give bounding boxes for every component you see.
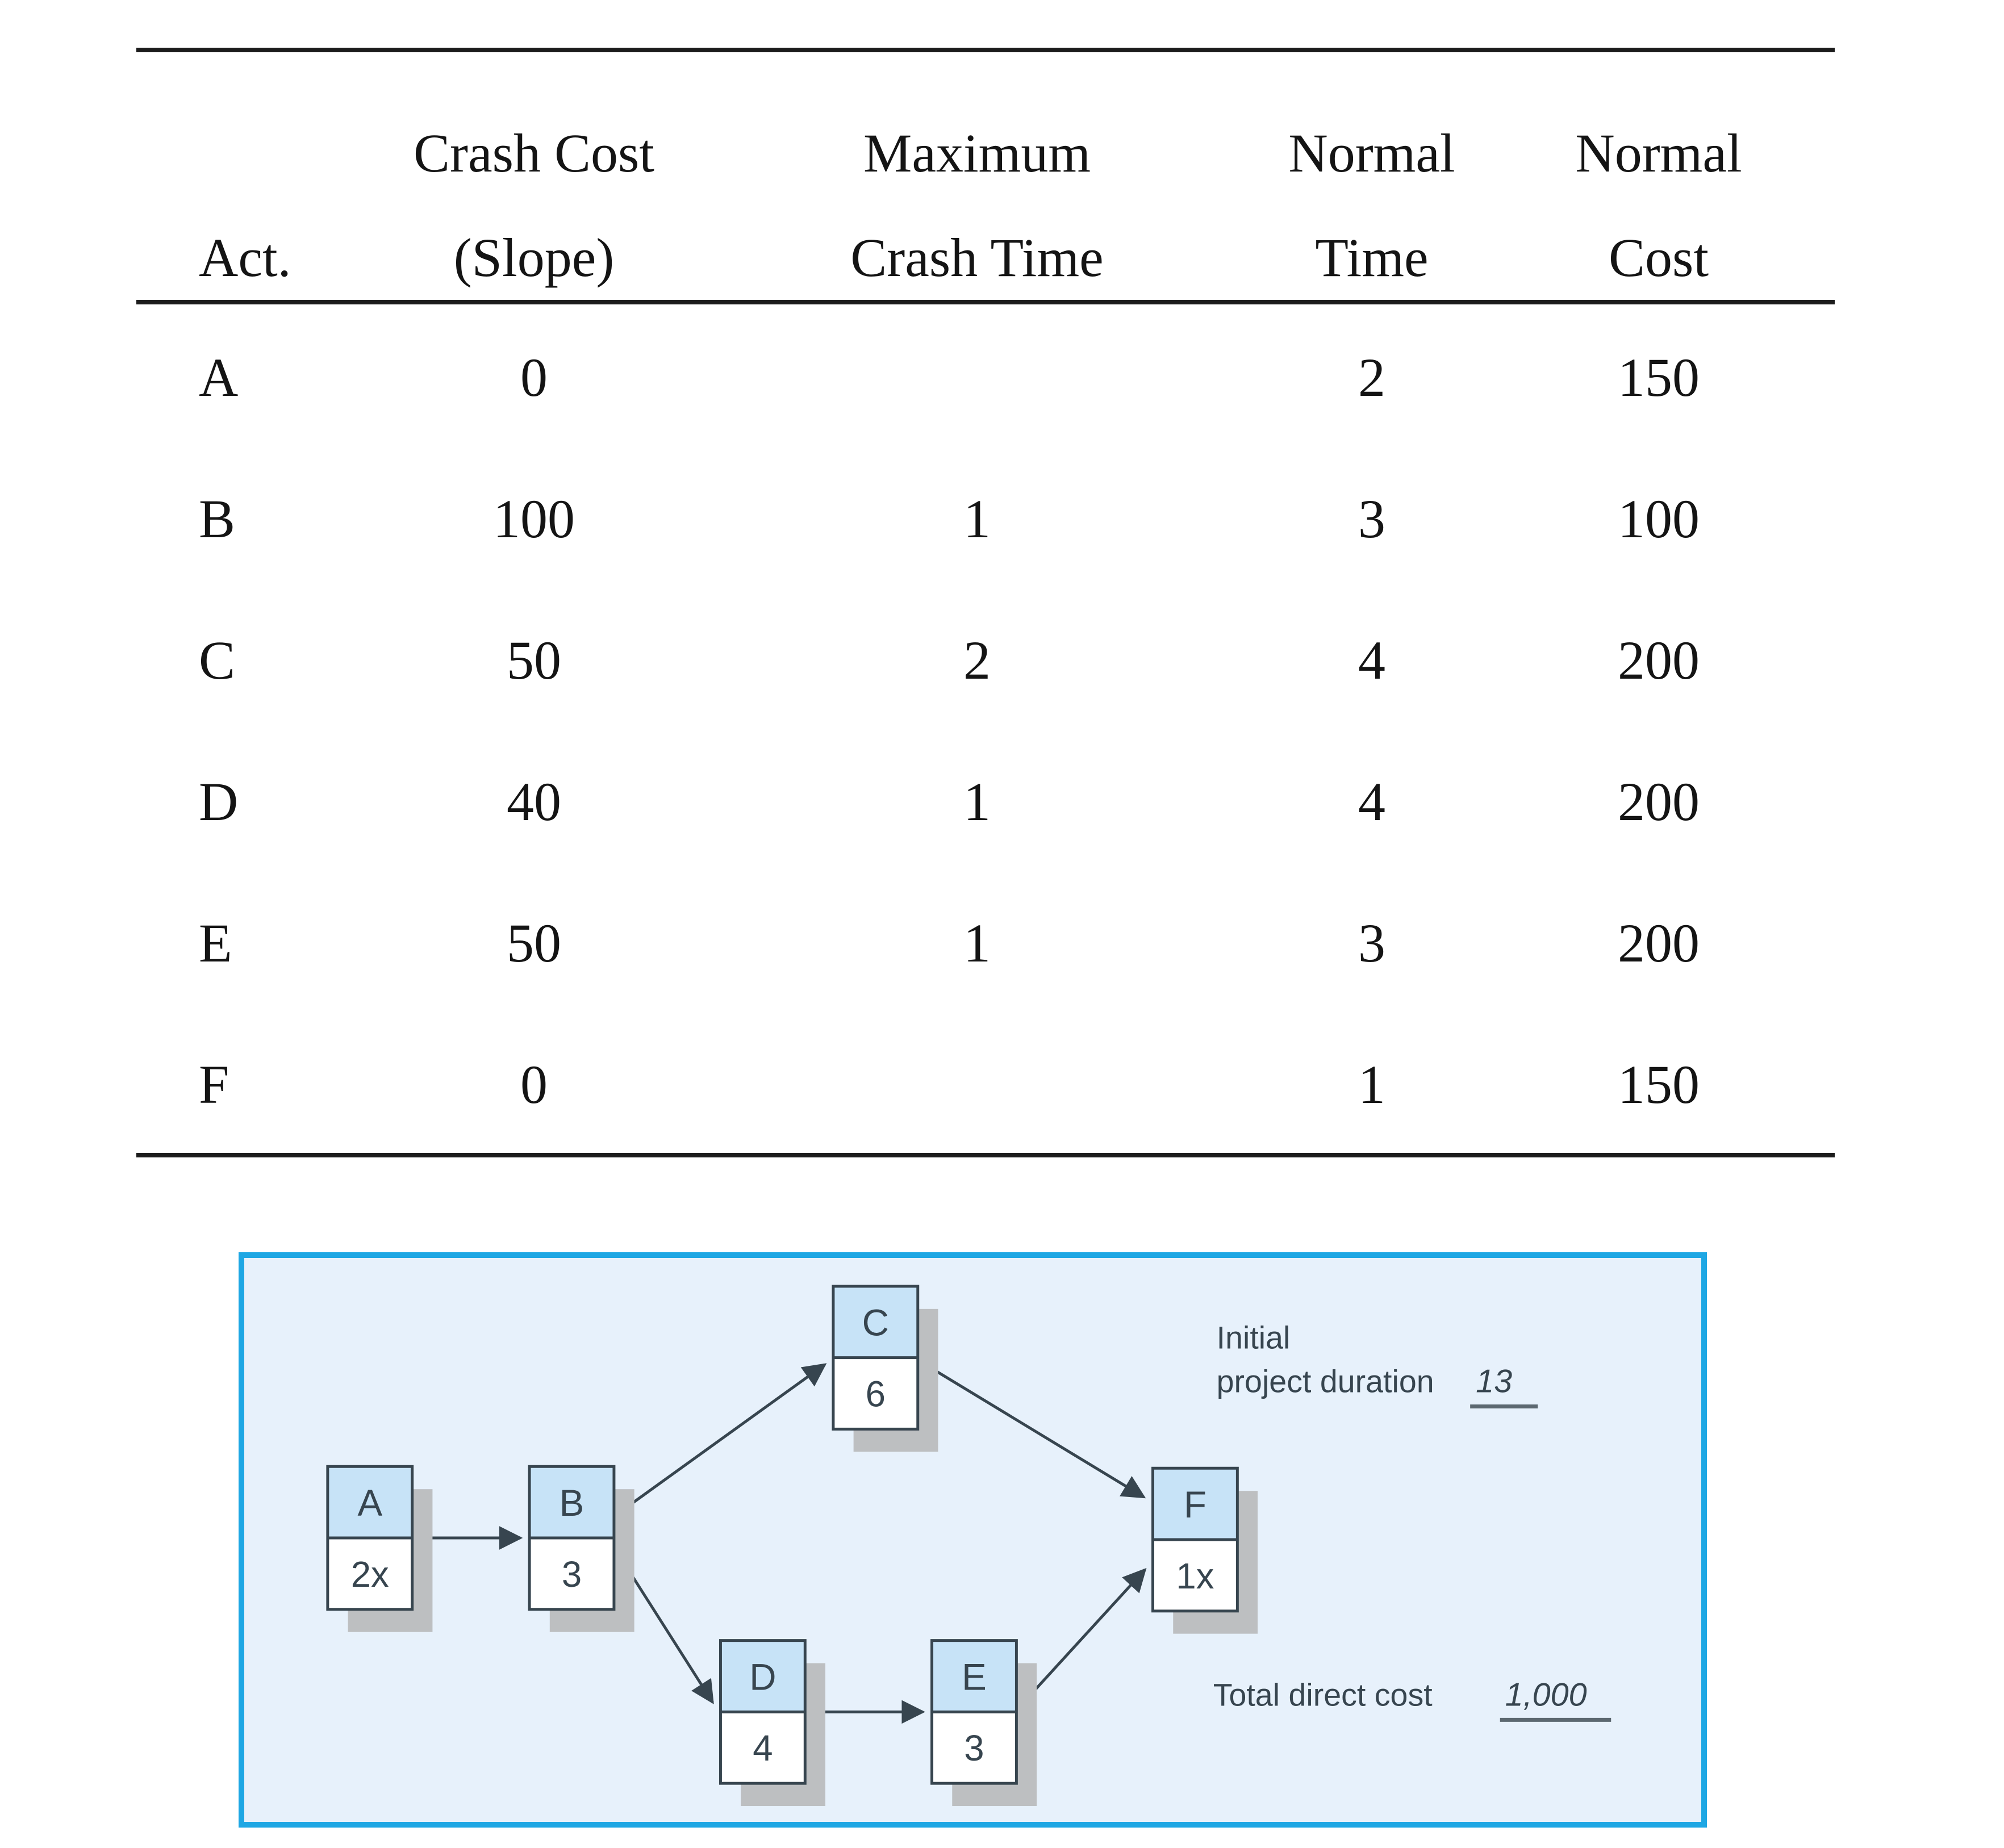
column-header-line2: Time xyxy=(1315,227,1429,288)
column-header-line2: Crash Time xyxy=(850,227,1104,288)
annotation-initial-duration: Initial project duration 13 xyxy=(1217,1320,1538,1408)
node-duration: 3 xyxy=(964,1728,984,1768)
node-duration-box xyxy=(327,1538,412,1609)
table-row: B 100 1 3 100 xyxy=(136,448,1835,589)
table-rule-bottom xyxy=(136,1153,1835,1157)
table-cell-max-crash-time: 1 xyxy=(963,488,991,549)
node-duration-box xyxy=(720,1712,805,1784)
column-header-line1: Maximum xyxy=(863,123,1091,183)
column-header-normal-time: Normal Time xyxy=(1261,67,1483,300)
node-F: F 1x xyxy=(1151,1466,1258,1634)
table-cell-normal-cost: 150 xyxy=(1618,346,1700,408)
table-cell-normal-cost: 150 xyxy=(1618,1053,1700,1115)
column-header-line2: (Slope) xyxy=(453,227,615,288)
column-header-normal-cost: Normal Cost xyxy=(1483,67,1835,300)
column-header-crash-cost: Crash Cost (Slope) xyxy=(375,67,693,300)
column-header-line2: Cost xyxy=(1608,227,1709,288)
node-A: A 2x xyxy=(326,1465,433,1632)
table-cell-act: D xyxy=(199,771,239,832)
node-letter: A xyxy=(357,1482,382,1524)
table-cell-crash-cost: 50 xyxy=(507,629,561,691)
table-cell-normal-time: 3 xyxy=(1358,912,1385,973)
node-B: B 3 xyxy=(528,1465,634,1632)
annotation-line1: Initial xyxy=(1217,1320,1291,1356)
table-row: D 40 1 4 200 xyxy=(136,731,1835,872)
node-E: E 3 xyxy=(930,1639,1037,1807)
edge-B-C xyxy=(613,1363,827,1518)
node-letter: C xyxy=(862,1302,889,1344)
node-label-box xyxy=(529,1466,614,1538)
table-cell-act: A xyxy=(199,346,239,408)
annotation-total-cost: Total direct cost 1,000 xyxy=(1213,1676,1611,1722)
table-cell-normal-time: 4 xyxy=(1358,771,1385,832)
table-cell-max-crash-time: 2 xyxy=(963,629,991,691)
node-label-box xyxy=(1153,1468,1238,1540)
column-header-line1: Crash Cost xyxy=(413,123,655,183)
table-cell-normal-time: 3 xyxy=(1358,488,1385,549)
network-diagram: A 2x B 3 C 6 xyxy=(326,1285,1611,1807)
column-header-line2: Act. xyxy=(199,227,291,288)
table-cell-normal-cost: 200 xyxy=(1618,771,1700,832)
node-label-box xyxy=(720,1640,805,1712)
node-label-box xyxy=(932,1640,1017,1712)
node-letter: D xyxy=(749,1656,776,1698)
table-cell-max-crash-time xyxy=(693,1014,1261,1155)
node-duration: 3 xyxy=(562,1554,582,1595)
table-rule-top xyxy=(136,48,1835,52)
node-label-box xyxy=(833,1286,918,1358)
node-letter: B xyxy=(560,1482,584,1524)
node-D: D 4 xyxy=(719,1639,826,1807)
table-cell-crash-cost: 40 xyxy=(507,771,561,832)
node-label-box xyxy=(327,1466,412,1538)
annotation-duration-value: 13 xyxy=(1476,1363,1512,1399)
annotation-cost-label: Total direct cost xyxy=(1213,1677,1433,1712)
table-cell-max-crash-time: 1 xyxy=(963,771,991,832)
node-duration: 2x xyxy=(351,1554,389,1595)
network-diagram-panel: A 2x B 3 C 6 xyxy=(239,1252,1707,1828)
table-cell-crash-cost: 0 xyxy=(520,346,548,408)
node-duration-box xyxy=(833,1357,918,1429)
node-C: C 6 xyxy=(832,1285,938,1452)
node-duration-box xyxy=(529,1538,614,1609)
table-cell-act: E xyxy=(199,912,232,973)
table-cell-act: C xyxy=(199,629,236,691)
table-cell-act: B xyxy=(199,488,236,549)
table-cell-normal-cost: 100 xyxy=(1618,488,1700,549)
node-letter: F xyxy=(1184,1484,1206,1525)
edge-C-F xyxy=(917,1358,1146,1499)
table-cell-crash-cost: 100 xyxy=(493,488,575,549)
table-cell-act: F xyxy=(199,1053,229,1115)
node-duration-box xyxy=(932,1712,1017,1784)
node-duration: 1x xyxy=(1176,1556,1214,1596)
table-cell-normal-cost: 200 xyxy=(1618,912,1700,973)
table-cell-crash-cost: 0 xyxy=(520,1053,548,1115)
table-header: Act. Crash Cost (Slope) Maximum Crash Ti… xyxy=(136,67,1835,300)
table-cell-normal-time: 4 xyxy=(1358,629,1385,691)
table-cell-max-crash-time: 1 xyxy=(963,912,991,973)
edge-E-F xyxy=(1015,1567,1147,1712)
node-duration-box xyxy=(1153,1540,1238,1611)
table-row: E 50 1 3 200 xyxy=(136,872,1835,1014)
table-row: A 0 2 150 xyxy=(136,307,1835,448)
column-header-max-crash-time: Maximum Crash Time xyxy=(693,67,1261,300)
annotation-line2: project duration xyxy=(1217,1364,1434,1399)
column-header-act: Act. xyxy=(136,67,375,300)
column-header-line1: Normal xyxy=(1288,123,1455,183)
table-body: A 0 2 150 B 100 1 3 100 C 50 2 4 200 D 4… xyxy=(136,307,1835,1155)
column-header-line1: Normal xyxy=(1575,123,1742,183)
table-row: C 50 2 4 200 xyxy=(136,589,1835,731)
table-rule-header xyxy=(136,300,1835,304)
node-duration: 4 xyxy=(753,1728,773,1768)
annotation-cost-value: 1,000 xyxy=(1505,1676,1587,1713)
node-duration: 6 xyxy=(866,1374,886,1414)
node-letter: E xyxy=(962,1656,987,1698)
table-cell-normal-time: 1 xyxy=(1358,1053,1385,1115)
table-cell-crash-cost: 50 xyxy=(507,912,561,973)
table-cell-normal-cost: 200 xyxy=(1618,629,1700,691)
table-cell-normal-time: 2 xyxy=(1358,346,1385,408)
table-row: F 0 1 150 xyxy=(136,1014,1835,1155)
table-cell-max-crash-time xyxy=(693,307,1261,448)
